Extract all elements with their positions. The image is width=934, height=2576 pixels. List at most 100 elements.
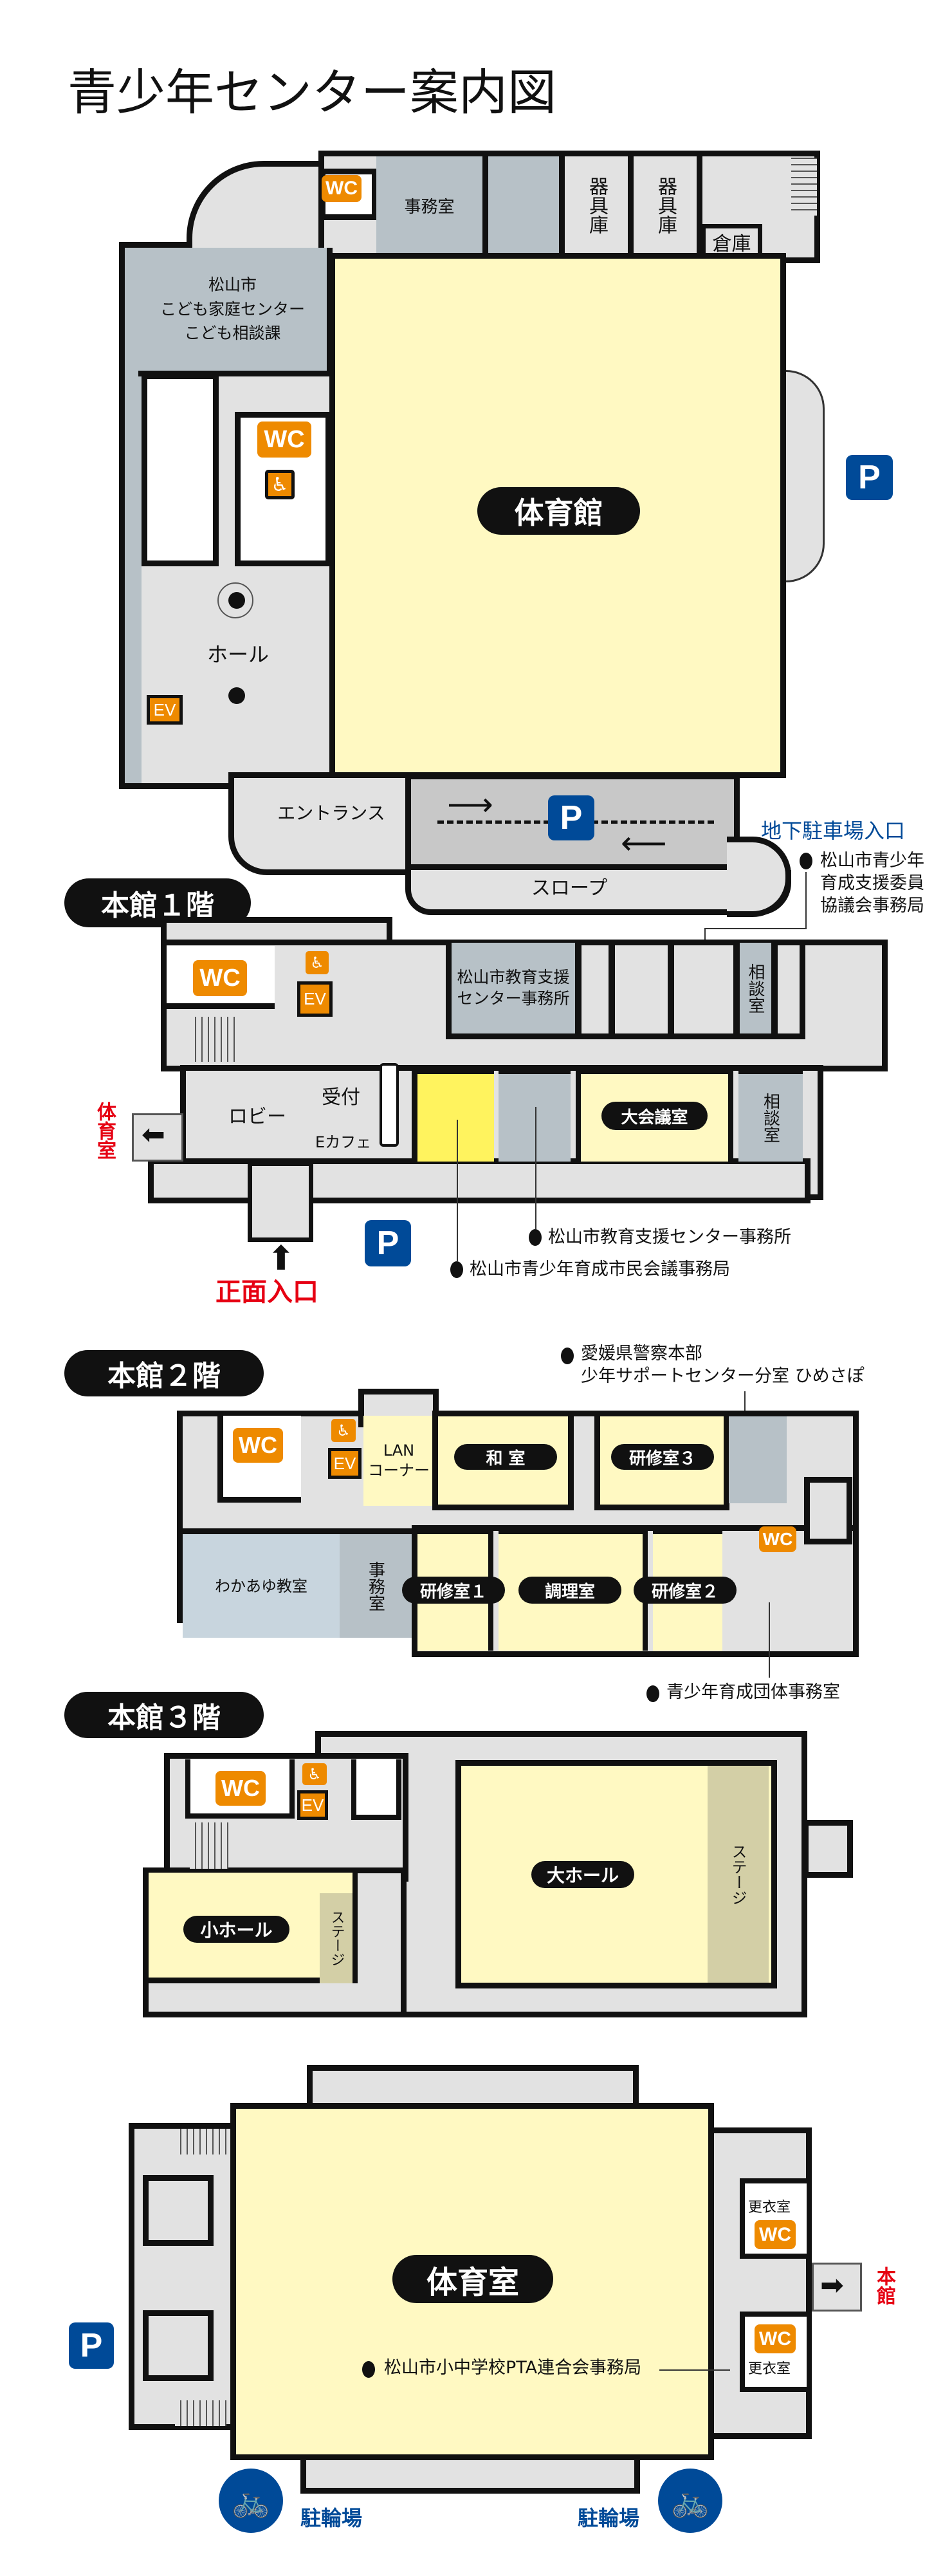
bullet <box>800 853 812 869</box>
stairs <box>190 1822 228 1869</box>
stairs <box>175 2400 226 2426</box>
arrow-left-icon: ⬅ <box>142 1118 165 1151</box>
room-storage-gray <box>488 156 559 254</box>
main-entrance-label: 正面入口 <box>215 1277 318 1307</box>
conference-room-label: 大会議室 <box>601 1102 708 1130</box>
arrow-right-icon: ➡ <box>820 2269 844 2302</box>
gym-passage <box>132 1113 183 1162</box>
main-passage <box>812 2263 862 2312</box>
bullet <box>646 1685 659 1702</box>
annotation-line: 少年サポートセンター分室 ひめさぽ <box>581 1366 865 1387</box>
japanese-room-label: 和 室 <box>454 1444 557 1470</box>
wheelchair-icon: ♿ <box>302 1763 327 1785</box>
gym-left-wing <box>129 2123 238 2430</box>
room-consultation-2: 相談室 <box>738 1068 803 1162</box>
bullet <box>362 2361 375 2378</box>
room-label-line: センター事務所 <box>457 988 570 1008</box>
front-steps <box>248 1162 313 1242</box>
locker-2-label: 更衣室 <box>748 2361 791 2377</box>
stair-well <box>142 373 219 566</box>
bicycle-icon: 🚲 <box>658 2469 722 2533</box>
wall <box>628 156 634 254</box>
room-hall: ホール <box>206 642 269 667</box>
bicycle-icon: 🚲 <box>219 2469 283 2533</box>
annotation-pta: 松山市小中学校PTA連合会事務局 <box>384 2358 642 2378</box>
pillar-icon <box>228 687 245 704</box>
room-label-line: 松山市教育支援 <box>457 968 570 987</box>
underground-parking-label: 地下駐車場入口 <box>761 819 906 843</box>
wc-icon: WC <box>322 175 362 202</box>
lobby-label: ロビー <box>228 1106 286 1128</box>
bullet <box>450 1261 463 1278</box>
room-wakaayu <box>183 1528 340 1638</box>
leader-line <box>805 872 807 929</box>
room-office: 事務室 <box>376 156 482 254</box>
leader-line <box>659 2369 730 2371</box>
training-2-label: 研修室２ <box>634 1577 737 1604</box>
training-3-label: 研修室３ <box>611 1444 714 1470</box>
gym-right-wing <box>708 2127 812 2439</box>
locker-1-label: 更衣室 <box>748 2200 791 2216</box>
wc-icon: WC <box>233 1428 283 1463</box>
room-label-line: LAN <box>383 1441 415 1459</box>
cooking-room-label: 調理室 <box>518 1577 621 1604</box>
parking-icon: P <box>365 1220 411 1266</box>
room-equipment-2: 器具庫 <box>634 156 697 254</box>
stairs <box>190 1017 238 1062</box>
ecafe-label: Eカフェ <box>315 1133 372 1151</box>
ev-icon: EV <box>297 1790 328 1820</box>
floor2-label: 本館２階 <box>64 1350 264 1396</box>
stairs <box>791 158 817 216</box>
annotation-police: 愛媛県警察本部 少年サポートセンター分室 ひめさぽ <box>581 1342 865 1387</box>
room <box>143 2310 214 2381</box>
wc-icon: WC <box>755 2324 796 2353</box>
room-police-support <box>729 1416 787 1503</box>
pillar-icon <box>217 582 253 618</box>
room-entrance <box>228 772 415 875</box>
wheelchair-icon: ♿ <box>265 470 295 499</box>
room-office: 事務室 <box>340 1528 412 1638</box>
room <box>609 943 673 1039</box>
annotation-line: 育成支援委員 <box>820 873 924 894</box>
wc-icon: WC <box>755 2220 796 2249</box>
bicycle-parking-2-label: 駐輪場 <box>578 2506 640 2530</box>
room <box>351 1759 401 1820</box>
ev-icon: EV <box>297 981 333 1017</box>
wall <box>559 156 565 254</box>
curved-annex <box>786 370 825 582</box>
annotation-youth-committee: 松山市青少年 育成支援委員 協議会事務局 <box>820 849 924 917</box>
kids-center-line: 松山市 <box>208 275 257 295</box>
wc-icon: WC <box>759 1526 796 1552</box>
annotation-citizens-council: 松山市青少年育成市民会議事務局 <box>470 1259 730 1279</box>
room <box>668 943 739 1039</box>
slope-turn <box>727 837 791 917</box>
gym-label: 体育室 <box>392 2255 553 2303</box>
stage-large: ステージ <box>708 1766 769 1983</box>
wall <box>482 156 488 254</box>
annotation-line: 協議会事務局 <box>820 896 924 916</box>
wc-icon: WC <box>193 960 247 996</box>
parking-icon: P <box>846 455 893 500</box>
leader-line <box>457 1120 458 1261</box>
slope-label: スロープ <box>515 872 624 900</box>
stair-annex <box>804 1477 852 1544</box>
annotation-line: 愛媛県警察本部 <box>581 1344 702 1364</box>
leader-line <box>769 1602 770 1678</box>
wheelchair-icon: ♿ <box>331 1419 356 1442</box>
arrow-right-icon: ⟶ <box>447 786 493 823</box>
wc-icon: WC <box>215 1771 266 1806</box>
room-consultation-1: 相談室 <box>734 943 777 1039</box>
annotation-youth-groups: 青少年育成団体事務室 <box>666 1682 840 1702</box>
arrow-up-icon: ⬆ <box>267 1239 295 1278</box>
ev-icon: EV <box>328 1448 362 1479</box>
annotation-line: 松山市青少年 <box>820 851 924 871</box>
room-kids-center: 松山市 こども家庭センター こども相談課 <box>138 248 333 376</box>
leader-line <box>704 928 807 929</box>
large-hall-label: 大ホール <box>531 1861 634 1888</box>
reception-counter <box>380 1063 399 1147</box>
room-equipment-1: 器具庫 <box>565 156 628 254</box>
arrow-left-icon: ⟵ <box>621 824 667 862</box>
room <box>576 943 614 1039</box>
floor3-label: 本館３階 <box>64 1692 264 1738</box>
ev-icon: EV <box>147 695 183 725</box>
